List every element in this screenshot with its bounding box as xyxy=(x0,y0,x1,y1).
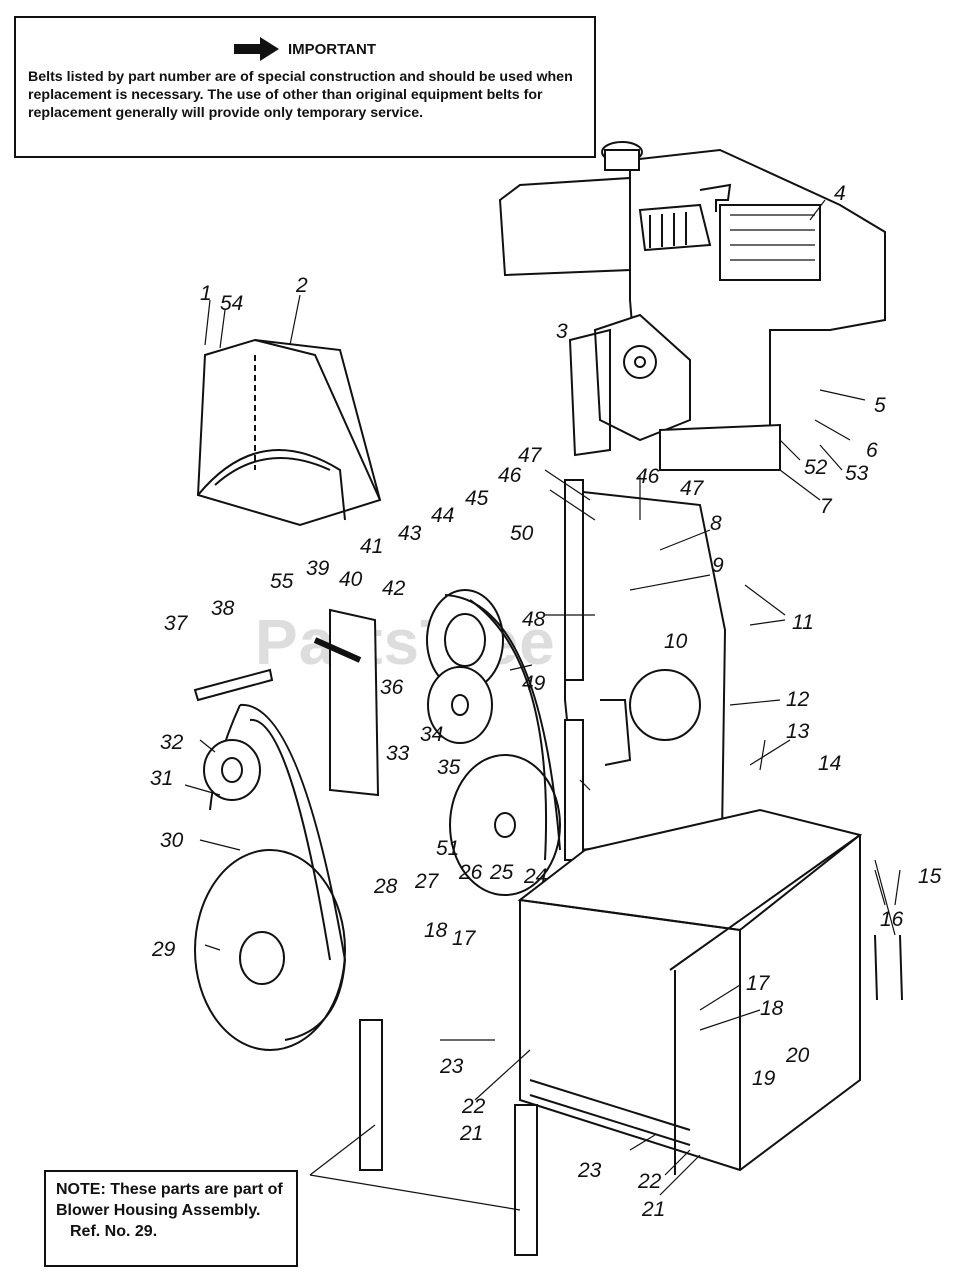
callout-21b: 21 xyxy=(641,1198,665,1221)
callout-46: 46 xyxy=(498,464,522,487)
callout-22: 22 xyxy=(461,1095,486,1118)
tensioner-bracket xyxy=(329,608,380,797)
callout-19: 19 xyxy=(752,1067,776,1090)
callout-32: 32 xyxy=(160,731,184,754)
callout-33: 33 xyxy=(386,742,410,765)
callout-16: 16 xyxy=(880,908,904,931)
callout-17b: 17 xyxy=(746,972,771,995)
callout-49: 49 xyxy=(522,672,546,695)
callout-18: 18 xyxy=(424,919,448,942)
callout-12: 12 xyxy=(786,688,810,711)
note-box: NOTE: These parts are part of Blower Hou… xyxy=(44,1170,298,1267)
mount-bracket xyxy=(568,328,611,457)
callout-48: 48 xyxy=(522,608,546,631)
callout-18b: 18 xyxy=(760,997,784,1020)
callout-24: 24 xyxy=(523,865,547,888)
callout-36: 36 xyxy=(380,676,404,699)
note-reference: Ref. No. 29. xyxy=(70,1223,158,1240)
callout-47b: 47 xyxy=(680,477,705,500)
callout-20: 20 xyxy=(785,1044,810,1067)
callout-46b: 46 xyxy=(636,465,660,488)
callout-26: 26 xyxy=(458,861,483,884)
callout-15: 15 xyxy=(918,865,942,888)
callout-10: 10 xyxy=(664,630,688,653)
leader-lines xyxy=(184,199,901,1211)
callout-9: 9 xyxy=(712,554,724,577)
callout-39: 39 xyxy=(306,557,330,580)
watermark: PartsTree xyxy=(255,606,556,678)
callout-37: 37 xyxy=(164,612,189,635)
callout-30: 30 xyxy=(160,829,184,852)
bolt-37 xyxy=(193,668,274,702)
callout-5: 5 xyxy=(874,394,886,417)
callout-54: 54 xyxy=(220,292,243,315)
bolt-16 xyxy=(874,934,878,1001)
note-text: NOTE: These parts are part of Blower Hou… xyxy=(56,1181,283,1219)
callout-27: 27 xyxy=(414,870,440,893)
callout-43: 43 xyxy=(398,522,422,545)
spring xyxy=(313,637,362,663)
callout-42: 42 xyxy=(382,577,406,600)
engine-drawing xyxy=(498,141,886,471)
callout-52: 52 xyxy=(804,456,828,479)
callout-41: 41 xyxy=(360,535,383,558)
callout-50: 50 xyxy=(510,522,534,545)
callout-23b: 23 xyxy=(577,1159,602,1182)
callout-44: 44 xyxy=(431,504,454,527)
callout-22b: 22 xyxy=(637,1170,662,1193)
right-arrow-icon xyxy=(233,37,279,61)
callout-28: 28 xyxy=(373,875,398,898)
bolt-15 xyxy=(899,934,903,1001)
callout-31: 31 xyxy=(150,767,173,790)
callout-34: 34 xyxy=(420,723,443,746)
callout-23: 23 xyxy=(439,1055,464,1078)
belt-cover-drawing xyxy=(196,338,382,527)
important-notice-box: IMPORTANT Belts listed by part number ar… xyxy=(14,16,596,158)
important-heading-text: IMPORTANT xyxy=(287,40,377,58)
callout-7: 7 xyxy=(820,495,833,518)
callout-29: 29 xyxy=(151,938,176,961)
important-text: Belts listed by part number are of speci… xyxy=(28,69,573,121)
callout-17: 17 xyxy=(452,927,477,950)
pulley-assembly-drawing xyxy=(426,589,561,896)
callout-25: 25 xyxy=(489,861,514,884)
callout-11: 11 xyxy=(792,611,814,634)
callout-14: 14 xyxy=(818,752,841,775)
callout-35: 35 xyxy=(437,756,461,779)
callout-13: 13 xyxy=(786,720,810,743)
callout-40: 40 xyxy=(339,568,363,591)
auger-pulley-drawing xyxy=(194,703,347,1051)
callout-47: 47 xyxy=(518,444,543,467)
callout-2: 2 xyxy=(295,274,308,297)
callout-51: 51 xyxy=(436,837,459,860)
frame-plate-drawing xyxy=(564,479,727,861)
callout-38: 38 xyxy=(211,597,235,620)
callout-45: 45 xyxy=(465,487,489,510)
callout-53: 53 xyxy=(845,462,869,485)
callout-55: 55 xyxy=(270,570,294,593)
callout-21: 21 xyxy=(459,1122,483,1145)
callout-1: 1 xyxy=(200,282,212,305)
important-heading: IMPORTANT xyxy=(28,36,582,62)
callout-4: 4 xyxy=(834,182,846,205)
callout-3: 3 xyxy=(556,320,568,343)
callout-8: 8 xyxy=(710,512,722,535)
callout-6: 6 xyxy=(866,439,878,462)
